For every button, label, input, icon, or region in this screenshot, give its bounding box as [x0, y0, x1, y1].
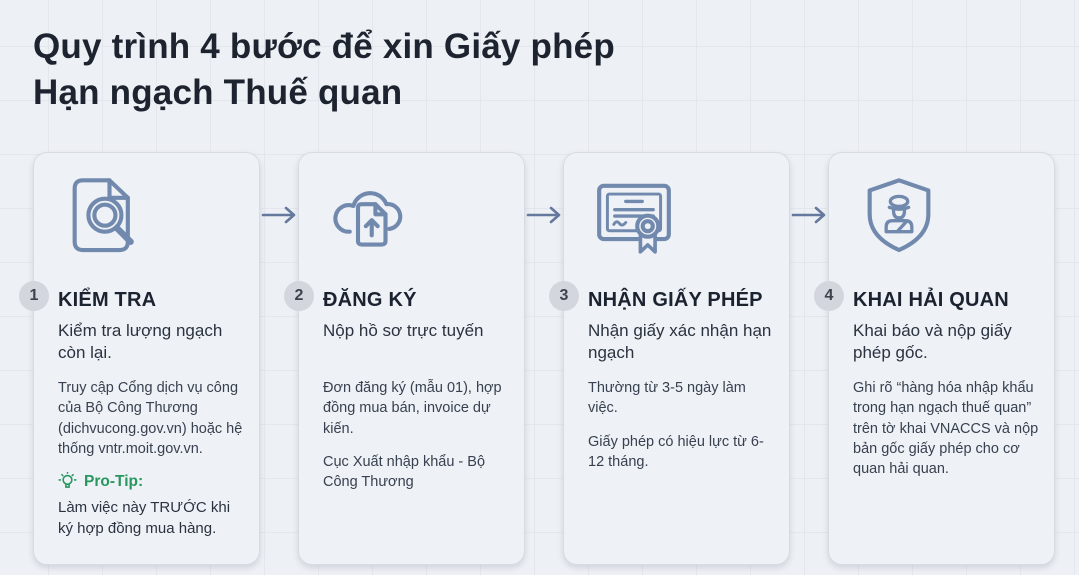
cloud-upload-icon	[323, 169, 509, 273]
step-number-badge-3: 3	[549, 281, 579, 311]
step-card-4: 4 KHAI HẢI QUAN Khai báo và nộp giấy phé…	[814, 152, 1055, 565]
arrow-right-icon	[526, 204, 564, 226]
page-title: Quy trình 4 bước để xin Giấy phép Hạn ng…	[33, 24, 615, 116]
page-title-line1: Quy trình 4 bước để xin Giấy phép	[33, 27, 615, 66]
step-detail: Ghi rõ “hàng hóa nhập khẩu trong hạn ngạ…	[853, 380, 1039, 478]
step-details-1: Truy cập Cổng dịch vụ công của Bộ Công T…	[58, 378, 244, 459]
step-detail: Thường từ 3-5 ngày làm việc.	[588, 380, 746, 417]
step-subtitle-4: Khai báo và nộp giấy phép gốc.	[853, 321, 1012, 363]
step-number-badge-4: 4	[814, 281, 844, 311]
step-number-badge-1: 1	[19, 281, 49, 311]
step-detail: Truy cập Cổng dịch vụ công của Bộ Công T…	[58, 380, 243, 457]
step-details-2: Đơn đăng ký (mẫu 01), hợp đồng mua bán, …	[323, 378, 509, 492]
step-detail: Đơn đăng ký (mẫu 01), hợp đồng mua bán, …	[323, 380, 502, 437]
protip-label: Pro-Tip:	[84, 472, 144, 490]
page-title-line2: Hạn ngạch Thuế quan	[33, 73, 403, 113]
step-title-3: NHẬN GIẤY PHÉP	[588, 289, 763, 311]
arrow-right-icon	[261, 204, 299, 226]
step-number-badge-2: 2	[284, 281, 314, 311]
step-detail: Giấy phép có hiệu lực từ 6-12 tháng.	[588, 433, 764, 470]
step-subtitle-3: Nhận giấy xác nhận hạn ngạch	[588, 321, 772, 363]
step-details-3: Thường từ 3-5 ngày làm việc. Giấy phép c…	[588, 378, 774, 472]
step-title-1: KIỂM TRA	[58, 289, 157, 311]
step-subtitle-1: Kiểm tra lượng ngạch còn lại.	[58, 321, 223, 363]
protip-text: Làm việc này TRƯỚC khi ký hợp đồng mua h…	[58, 499, 231, 537]
protip-row: Pro-Tip:	[58, 472, 244, 491]
step-detail: Cục Xuất nhập khẩu - Bộ Công Thương	[323, 453, 486, 491]
arrow-right-icon	[791, 204, 829, 226]
step-card-1: 1 KIỂM TRA Kiểm tra lượng ngạch còn lại.…	[19, 152, 260, 565]
customs-shield-icon	[853, 169, 1039, 273]
lightbulb-icon	[58, 472, 77, 491]
step-title-2: ĐĂNG KÝ	[323, 289, 417, 311]
document-search-icon	[58, 169, 244, 273]
step-details-4: Ghi rõ “hàng hóa nhập khẩu trong hạn ngạ…	[853, 378, 1039, 479]
certificate-icon	[588, 169, 774, 273]
step-card-3: 3 NHẬN GIẤY PHÉP Nhận giấy xác nhận hạn …	[549, 152, 790, 565]
step-subtitle-2: Nộp hồ sơ trực tuyến	[323, 321, 484, 340]
step-card-2: 2 ĐĂNG KÝ Nộp hồ sơ trực tuyến Đơn đăng …	[284, 152, 525, 565]
step-title-4: KHAI HẢI QUAN	[853, 289, 1009, 311]
